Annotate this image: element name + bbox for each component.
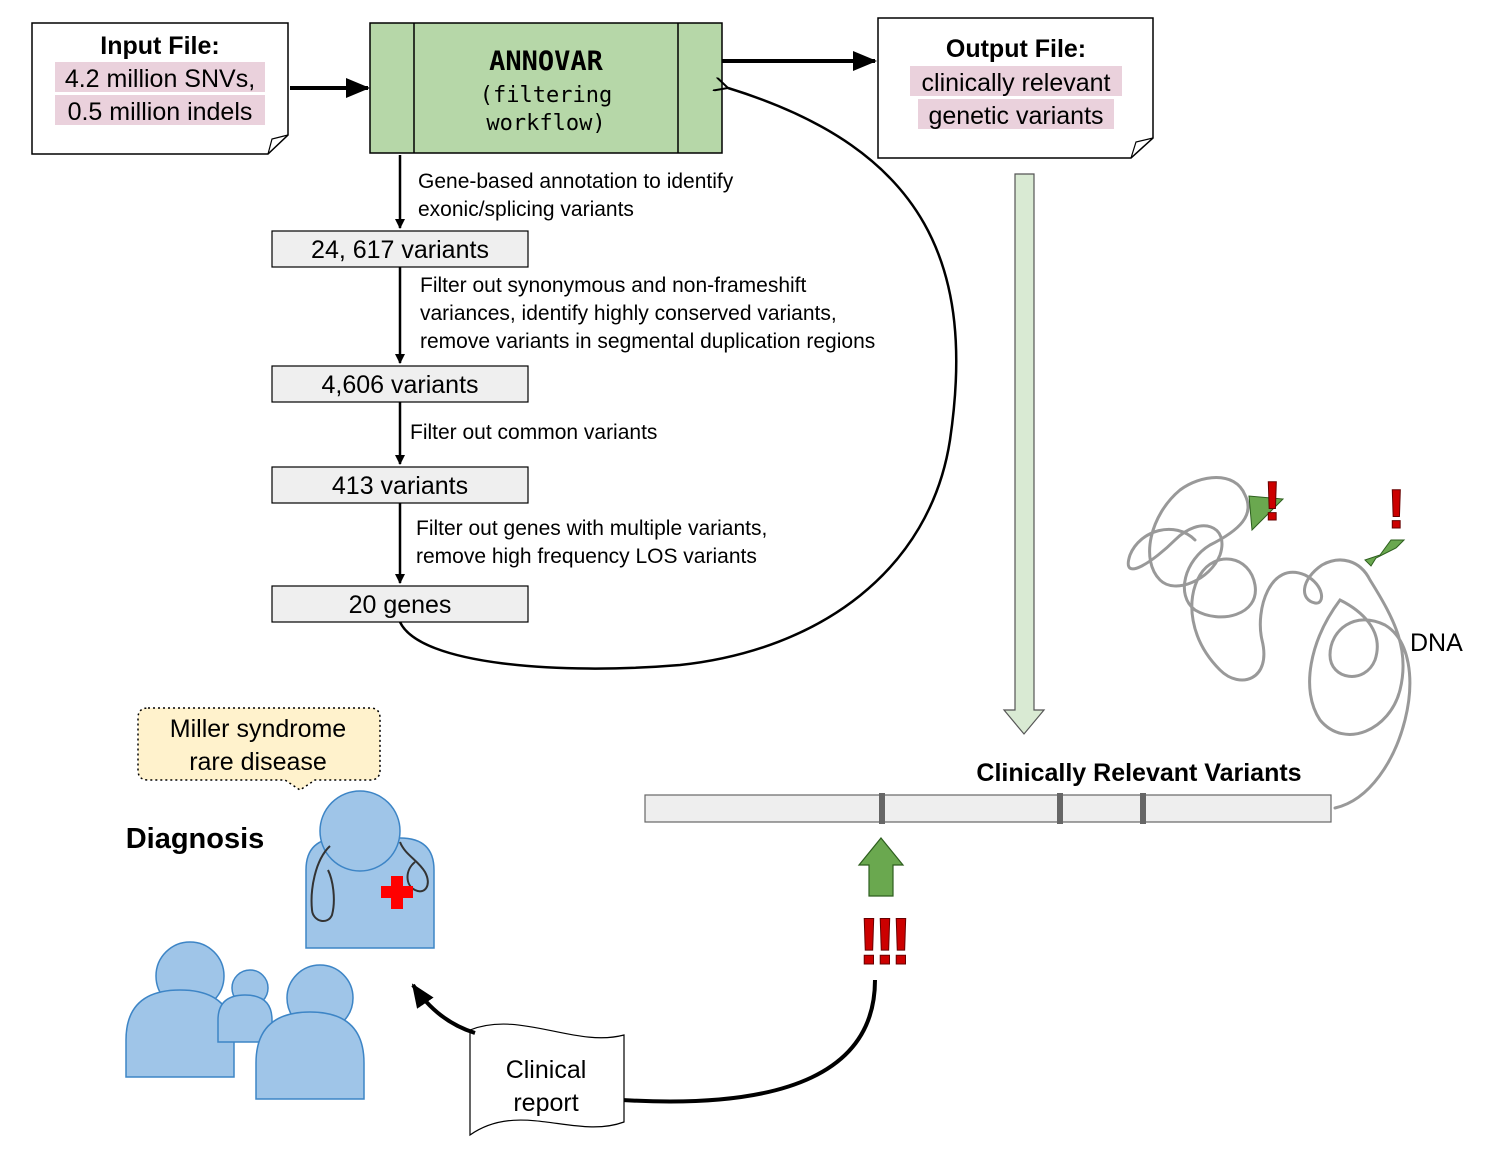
variant-marker-2 <box>1057 793 1063 824</box>
input-file-line-2: 0.5 million indels <box>68 98 253 126</box>
step-label-3: 413 variants <box>332 472 468 500</box>
step-box-2: 4,606 variants <box>271 365 529 403</box>
input-highlight-1 <box>55 62 265 92</box>
diagnosis-label: Diagnosis <box>126 823 265 855</box>
variants-bar-title: Clinically Relevant Variants <box>976 759 1301 787</box>
output-file-document: Output File: clinically relevant genetic… <box>877 17 1154 159</box>
output-file-title: Output File: <box>946 35 1086 63</box>
step-note-2-line-3: remove variants in segmental duplication… <box>420 330 875 353</box>
step-note-4-line-2: remove high frequency LOS variants <box>416 545 757 568</box>
dna-green-arrow-1 <box>1248 495 1285 532</box>
medical-cross-icon <box>381 876 413 909</box>
step-note-2-line-1: Filter out synonymous and non-frameshift <box>420 274 807 297</box>
step-note-1-line-1: Gene-based annotation to identify <box>418 170 734 193</box>
output-highlight-1 <box>910 66 1122 96</box>
clinical-report-line-2: report <box>513 1089 578 1117</box>
step-note-1-line-2: exonic/splicing variants <box>418 198 634 221</box>
step-label-1: 24, 617 variants <box>311 236 489 264</box>
annovar-process-box: ANNOVAR (filtering workflow) <box>369 22 723 154</box>
step-note-1: Gene-based annotation to identify exonic… <box>418 170 734 221</box>
step-note-2: Filter out synonymous and non-frameshift… <box>420 274 875 353</box>
step-note-3: Filter out common variants <box>410 421 657 444</box>
variant-marker-1 <box>879 793 885 824</box>
output-file-line-1: clinically relevant <box>922 69 1111 97</box>
dna-green-arrow-2 <box>1364 539 1406 567</box>
dna-exclamation-2: ! <box>1387 477 1406 540</box>
step-note-4-line-1: Filter out genes with multiple variants, <box>416 517 767 540</box>
variants-bar <box>644 793 1332 824</box>
family-icon <box>125 941 365 1100</box>
input-highlight-2 <box>55 95 265 125</box>
variant-up-arrow <box>857 837 905 897</box>
step-note-2-line-2: variances, identify highly conserved var… <box>420 302 837 325</box>
speech-bubble-line-2: rare disease <box>189 748 327 776</box>
speech-bubble-line-1: Miller syndrome <box>170 715 346 743</box>
output-file-line-2: genetic variants <box>928 102 1103 130</box>
stethoscope-icon <box>310 841 429 922</box>
input-file-line-1: 4.2 million SNVs, <box>65 65 255 93</box>
input-file-title: Input File: <box>100 32 219 60</box>
curve-to-report <box>621 979 877 1104</box>
step-note-4: Filter out genes with multiple variants,… <box>416 517 767 568</box>
dna-exclamation-1: ! <box>1263 469 1282 532</box>
input-file-document: Input File: 4.2 million SNVs, 0.5 millio… <box>31 22 289 155</box>
annovar-line-2: workflow) <box>486 111 605 136</box>
annovar-line-1: (filtering <box>480 83 612 108</box>
step-box-1: 24, 617 variants <box>271 230 529 268</box>
triple-exclamation: !!! <box>858 904 906 978</box>
step-note-3-line-1: Filter out common variants <box>410 421 657 444</box>
dna-label: DNA <box>1410 629 1463 657</box>
doctor-icon <box>305 790 435 949</box>
curve-report-to-doctor <box>411 983 476 1035</box>
annovar-title: ANNOVAR <box>489 46 604 77</box>
output-down-arrow <box>1002 173 1046 735</box>
feedback-curve-arrow <box>398 88 958 670</box>
child-body <box>217 994 273 1043</box>
step-box-3: 413 variants <box>271 466 529 504</box>
step-label-2: 4,606 variants <box>321 371 478 399</box>
clinical-report-document: Clinical report <box>469 1023 625 1137</box>
speech-bubble: Miller syndrome rare disease <box>137 707 381 791</box>
adult-right-body <box>255 1011 365 1100</box>
output-highlight-2 <box>918 99 1114 129</box>
clinical-report-line-1: Clinical <box>506 1056 587 1084</box>
variant-marker-3 <box>1140 793 1146 824</box>
step-label-4: 20 genes <box>349 591 452 619</box>
dna-strand <box>1126 476 1412 810</box>
step-box-4: 20 genes <box>271 585 529 623</box>
